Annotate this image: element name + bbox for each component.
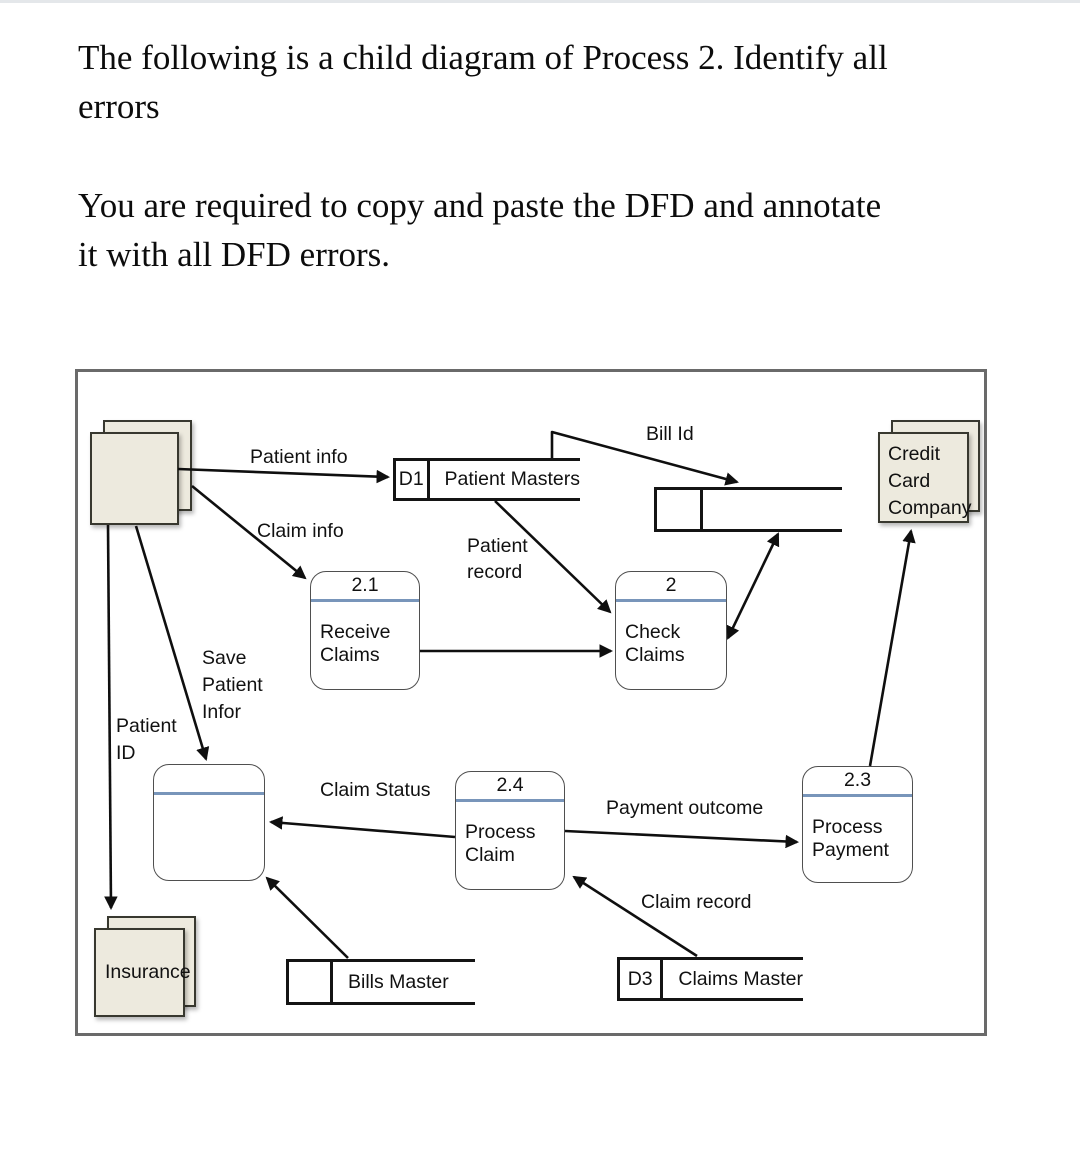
process-2-3-process-payment: 2.3 Process Payment <box>802 766 913 883</box>
process-2-4-number: 2.4 <box>496 774 524 796</box>
external-entity-patient <box>90 432 179 525</box>
process-2-4-process-claim: 2.4 Process Claim <box>455 771 565 890</box>
process-2-1-divider <box>311 599 419 602</box>
flow-label-patient-id: Patient ID <box>116 715 177 764</box>
instruction-paragraph-2: You are required to copy and paste the D… <box>78 186 882 274</box>
data-store-d3-name: Claims Master <box>678 967 803 990</box>
flow-label-bill-id: Bill Id <box>646 423 694 445</box>
data-store-unnamed-name <box>703 490 842 529</box>
data-store-bills-master: Bills Master <box>286 959 475 1005</box>
process-2-1-receive-claims: 2.1 Receive Claims <box>310 571 420 690</box>
process-2-check-claims: 2 Check Claims <box>615 571 727 690</box>
flow-label-save-patient-infor: Save Patient Infor <box>202 647 263 723</box>
external-entity-insurance: Insurance <box>94 928 191 1017</box>
flow-label-payment-outcome: Payment outcome <box>606 797 764 819</box>
data-store-bills-name: Bills Master <box>348 970 449 993</box>
data-store-d1-name: Patient Masters <box>444 468 580 490</box>
flow-label-patient-record: Patient record <box>467 535 528 583</box>
process-2-1-name: Receive Claims <box>320 621 391 666</box>
data-store-unnamed <box>654 487 842 532</box>
data-store-bills-id <box>289 962 333 1002</box>
entity-label-credit-card: Credit Card Company <box>888 443 972 519</box>
process-2-3-name: Process Payment <box>812 816 889 861</box>
process-2-4-divider <box>456 799 564 802</box>
flow-label-claim-record: Claim record <box>641 891 752 913</box>
data-store-unnamed-id <box>657 490 703 529</box>
process-2-name: Check Claims <box>625 621 685 666</box>
process-unnamed-number <box>154 765 264 790</box>
process-2-number: 2 <box>665 574 677 596</box>
process-2-4-name: Process Claim <box>465 821 536 866</box>
page-top-edge <box>0 0 1080 3</box>
process-unnamed <box>153 764 265 881</box>
data-store-d1-id: D1 <box>396 461 430 498</box>
flow-label-claim-info: Claim info <box>257 520 344 542</box>
external-entity-credit-card: Credit Card Company <box>878 432 972 523</box>
instruction-paragraph-1: The following is a child diagram of Proc… <box>78 38 888 126</box>
data-store-d1: D1 Patient Masters <box>393 458 580 501</box>
entity-label-insurance: Insurance <box>105 961 191 983</box>
process-unnamed-divider <box>154 792 264 795</box>
data-store-d3-id: D3 <box>620 960 664 998</box>
flow-label-claim-status: Claim Status <box>320 779 431 801</box>
data-store-d3: D3 Claims Master <box>617 957 803 1001</box>
process-unnamed-name <box>154 795 264 814</box>
process-2-1-number: 2.1 <box>351 574 379 596</box>
process-2-3-number: 2.3 <box>843 769 872 791</box>
process-2-divider <box>616 599 726 602</box>
flow-label-patient-info: Patient info <box>250 446 348 468</box>
process-2-3-divider <box>803 794 912 797</box>
